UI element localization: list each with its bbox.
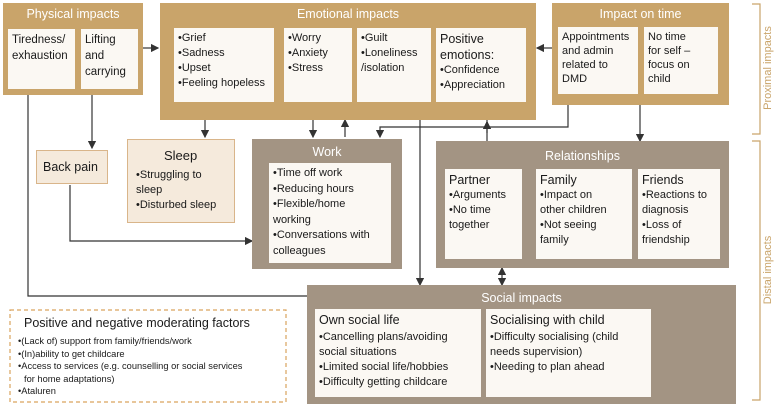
not-seeing-family-item-cont: family [540,234,569,246]
struggling-item-cont: sleep [136,184,163,196]
no-time-box: No time for self – focus on child [644,27,718,94]
access-services-item: •Access to services (e.g. counselling or… [18,361,243,372]
sleep-title: Sleep [164,148,198,163]
proximal-bracket [752,3,761,135]
social-impacts-box: Social impacts Own social life •Cancelli… [307,285,736,404]
tiredness-text: Tiredness/ exhaustion [12,34,68,62]
back-pain-box: Back pain [36,150,108,184]
partner-box: Partner •Arguments •No time together [445,169,522,259]
grief-item: •Grief [178,32,206,44]
no-time-together-item-cont: together [449,219,490,231]
access-services-item-cont: for home adaptations) [24,373,115,384]
own-social-box: Own social life •Cancelling plans/avoidi… [315,309,481,397]
arguments-item: •Arguments [449,189,507,201]
social-impacts-title: Social impacts [481,291,562,305]
distal-bracket [752,140,761,401]
relationships-box: Relationships Partner •Arguments •No tim… [436,141,729,268]
cancelling-plans-item: •Cancelling plans/avoiding [319,331,448,343]
emotional-col3: •Guilt •Loneliness /isolation [357,28,431,102]
arrow-appointments-work [375,105,569,139]
emotional-col2: •Worry •Anxiety •Stress [284,28,352,102]
struggling-item: •Struggling to [136,169,202,181]
impact-on-time-box: Impact on time Appointments and admin re… [552,3,729,105]
proximal-impacts-label: Proximal impacts [762,26,774,110]
upset-item: •Upset [178,62,211,74]
childcare-ability-item: •(In)ability to get childcare [18,348,125,359]
arrow-tiredness-social [27,95,334,301]
time-off-item: •Time off work [273,167,343,179]
socialising-child-title: Socialising with child [490,313,605,327]
disturbed-item: •Disturbed sleep [136,199,217,211]
tiredness-box: Tiredness/ exhaustion [8,29,75,89]
limited-social-item: •Limited social life/hobbies [319,361,449,373]
work-title: Work [312,145,342,159]
difficulty-socialising-item: •Difficulty socialising (child [490,331,619,343]
own-social-title: Own social life [319,313,400,327]
appreciation-item: •Appreciation [440,79,506,91]
work-box: Work •Time off work •Reducing hours •Fle… [252,139,402,269]
difficulty-socialising-item-cont: needs supervision) [490,346,583,358]
physical-impacts-title: Physical impacts [26,7,120,21]
sadness-item: •Sadness [178,47,225,59]
hopeless-item: •Feeling hopeless [178,77,266,89]
lifting-box: Lifting and carrying [81,29,138,89]
family-box: Family •Impact on other children •Not se… [536,169,632,259]
lifting-text: Lifting and carrying [85,34,126,78]
positive-emotions-title: Positive emotions: [440,32,495,62]
flexible-item: •Flexible/home [273,198,346,210]
appointments-text: Appointments and admin related to DMD [562,31,630,85]
arrow-backpain-work [69,185,254,246]
not-seeing-family-item: •Not seeing [540,219,597,231]
reducing-hours-item: •Reducing hours [273,182,354,195]
sleep-box: Sleep •Struggling to sleep •Disturbed sl… [127,139,235,223]
cancelling-plans-item-cont: social situations [319,346,397,358]
confidence-item: •Confidence [440,64,500,76]
guilt-item: •Guilt [361,32,388,44]
anxiety-item: •Anxiety [288,47,328,59]
moderating-items: •(Lack of) support from family/friends/w… [18,335,242,398]
moderating-title: Positive and negative moderating factors [24,316,250,330]
conversations-item: •Conversations with [273,229,370,241]
friends-box: Friends •Reactions to diagnosis •Loss of… [638,169,720,259]
flexible-item-cont: working [273,213,311,226]
partner-title: Partner [449,173,490,187]
socialising-child-box: Socialising with child •Difficulty socia… [486,309,651,397]
isolation-item: /isolation [361,62,405,74]
impact-children-item-cont: other children [540,204,607,216]
appointments-box: Appointments and admin related to DMD [558,27,638,94]
loss-friendship-item: •Loss of [642,219,682,231]
sleep-items: •Struggling to sleep •Disturbed sleep [136,168,216,213]
back-pain-text: Back pain [43,160,98,174]
relationships-title: Relationships [544,149,621,163]
worry-item: •Worry [288,32,321,44]
emotional-impacts-box: Emotional impacts •Grief •Sadness •Upset… [160,3,536,120]
no-time-text: No time for self – focus on child [648,31,691,85]
ataluren-item: •Ataluren [18,386,56,397]
positive-emotions-box: Positive emotions: •Confidence •Apprecia… [436,28,526,102]
impact-on-time-title: Impact on time [599,7,682,21]
distal-impacts-label: Distal impacts [762,235,774,305]
physical-impacts-box: Physical impacts Tiredness/ exhaustion L… [3,3,143,95]
reactions-item-cont: diagnosis [642,204,689,216]
difficulty-childcare-item: •Difficulty getting childcare [319,376,448,388]
work-items: •Time off work •Reducing hours •Flexible… [269,163,391,263]
moderating-border [9,309,287,403]
moderating-factors-box: Positive and negative moderating factors… [10,310,286,402]
loss-friendship-item-cont: friendship [642,234,690,246]
emotional-impacts-title: Emotional impacts [296,7,400,21]
stress-item: •Stress [288,62,324,74]
emotional-col1: •Grief •Sadness •Upset •Feeling hopeless [174,28,274,102]
no-time-together-item: •No time [449,204,491,216]
loneliness-item: •Loneliness [361,47,418,59]
reactions-item: •Reactions to [642,189,707,201]
support-item: •(Lack of) support from family/friends/w… [18,336,192,346]
family-title: Family [540,173,577,187]
impact-children-item: •Impact on [540,189,593,201]
plan-ahead-item: •Needing to plan ahead [490,361,605,373]
friends-title: Friends [642,173,684,187]
conversations-item-cont: colleagues [273,244,326,257]
